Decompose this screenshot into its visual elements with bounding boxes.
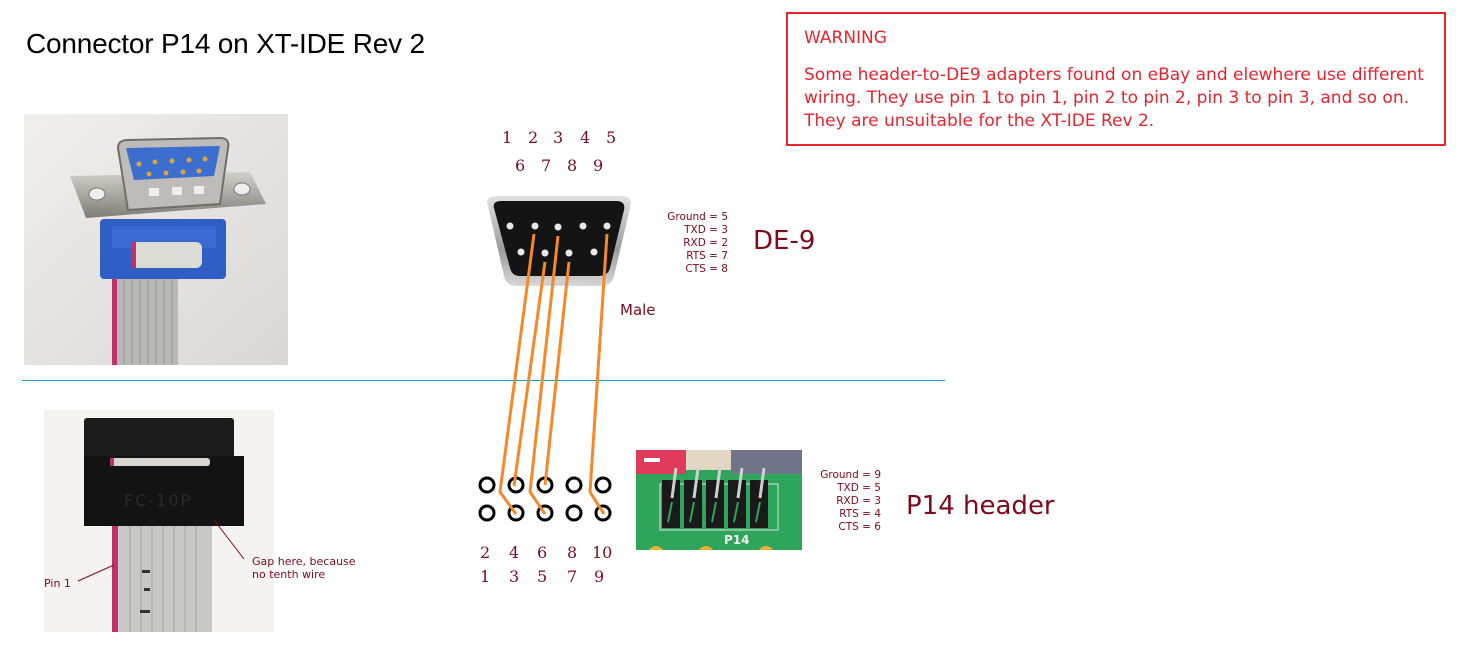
- p14-pin-label: 10: [592, 543, 613, 562]
- p14-pin-label: 9: [594, 567, 605, 586]
- p14-header-photo: P14: [636, 450, 802, 550]
- p14-pin-7: [565, 504, 583, 522]
- p14-pin-9: [594, 504, 612, 522]
- gap-annotation-line2: no tenth wire: [252, 568, 326, 581]
- de9-signal: RTS = 7: [686, 250, 728, 262]
- de9-signal: TXD = 3: [684, 224, 728, 236]
- p14-signal: CTS = 6: [838, 521, 881, 533]
- p14-pin-10: [594, 476, 612, 494]
- p14-pin-3: [507, 504, 525, 522]
- p14-pin-label: 3: [509, 567, 520, 586]
- pcb-silkscreen: P14: [724, 533, 750, 547]
- p14-pin-5: [536, 504, 554, 522]
- p14-pin-label: 6: [537, 543, 548, 562]
- de9-signal: Ground = 5: [667, 211, 728, 223]
- warning-body: Some header-to-DE9 adapters found on eBa…: [804, 65, 1424, 131]
- warning-heading: WARNING: [804, 28, 887, 48]
- p14-signal-list: Ground = 9 TXD = 5 RXD = 3 RTS = 4 CTS =…: [794, 469, 881, 534]
- de9-pin-label: 3: [553, 128, 564, 147]
- de9-pin-label: 8: [567, 156, 578, 175]
- de9-pin-label: 6: [515, 156, 526, 175]
- de9-pin-label: 1: [502, 128, 513, 147]
- p14-signal: RTS = 4: [839, 508, 881, 520]
- de9-pin-label: 5: [606, 128, 617, 147]
- p14-pin-2: [478, 476, 496, 494]
- p14-signal: RXD = 3: [836, 495, 881, 507]
- p14-pin-label: 8: [567, 543, 578, 562]
- p14-pin-8: [565, 476, 583, 494]
- de9-connector-photo: [24, 114, 288, 365]
- wire-rts: [512, 261, 547, 487]
- page-title: Connector P14 on XT-IDE Rev 2: [26, 28, 425, 59]
- warning-box: WARNING Some header-to-DE9 adapters foun…: [786, 12, 1446, 146]
- wire-ground: [588, 233, 609, 515]
- wire-cts: [543, 261, 571, 486]
- pin1-annotation: Pin 1: [44, 577, 71, 590]
- idc-marking: FC-10P: [124, 491, 192, 510]
- de9-pin-label: 2: [528, 128, 539, 147]
- p14-pin-label: 7: [567, 567, 578, 586]
- p14-signal: Ground = 9: [820, 469, 881, 481]
- de9-signal: CTS = 8: [685, 263, 728, 275]
- p14-pin-label: 4: [509, 543, 520, 562]
- gap-leader: [213, 519, 245, 560]
- section-divider: [22, 380, 945, 381]
- wire-txd: [528, 235, 560, 515]
- de9-pin-label: 4: [580, 128, 591, 147]
- pin1-leader: [77, 564, 115, 582]
- de9-gender-label: Male: [620, 301, 656, 319]
- de9-pin-label: 9: [593, 156, 604, 175]
- p14-pin-label: 1: [480, 567, 491, 586]
- p14-pin-1: [478, 504, 496, 522]
- p14-label: P14 header: [906, 491, 1055, 521]
- de9-signal: RXD = 2: [683, 237, 728, 249]
- p14-signal: TXD = 5: [837, 482, 881, 494]
- de9-signal-list: Ground = 5 TXD = 3 RXD = 2 RTS = 7 CTS =…: [640, 211, 728, 276]
- p14-pin-label: 2: [480, 543, 491, 562]
- idc-connector-photo: FC-10P: [44, 410, 274, 632]
- wire-rxd: [498, 233, 536, 515]
- p14-pin-label: 5: [537, 567, 548, 586]
- gap-annotation-line1: Gap here, because: [252, 555, 356, 568]
- de9-label: DE-9: [753, 226, 816, 256]
- de9-pin-label: 7: [541, 156, 552, 175]
